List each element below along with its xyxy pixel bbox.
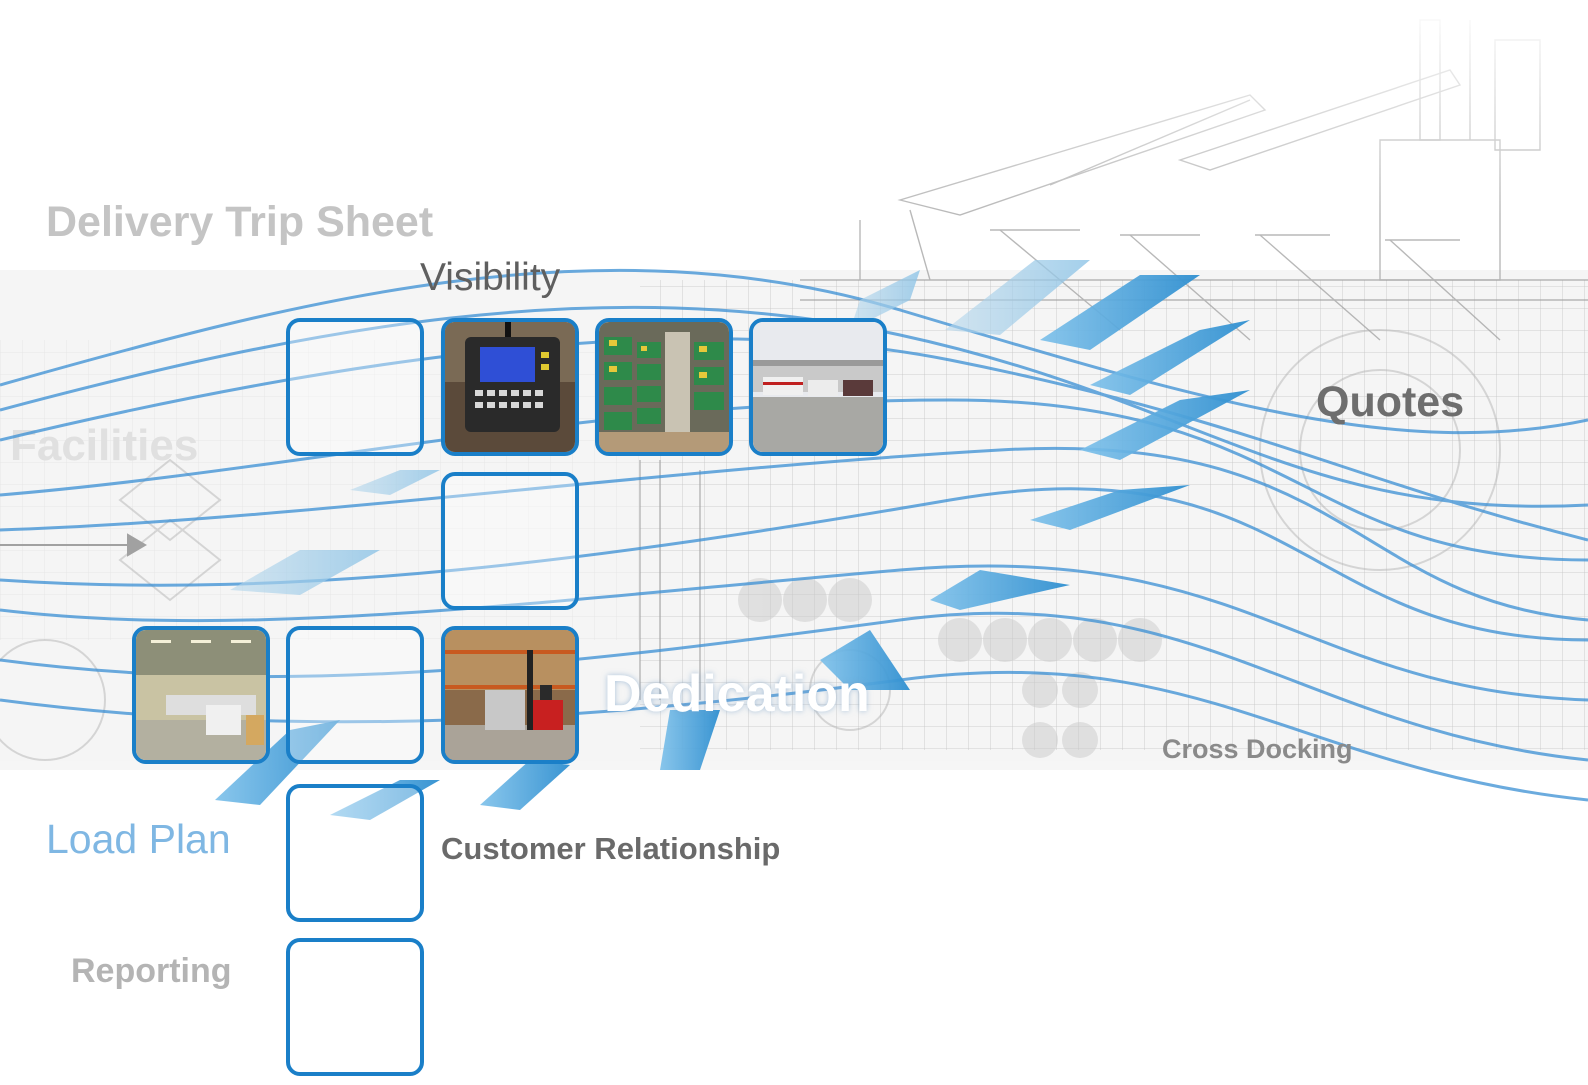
wave-lines [0,268,1588,802]
empty-tile [286,318,424,456]
cross-docking-label: Cross Docking [1162,734,1353,764]
load-plan-label: Load Plan [46,816,231,862]
quotes-label: Quotes [1316,378,1465,426]
dedication-label: Dedication [604,665,870,723]
reporting-label: Reporting [71,952,232,990]
empty-tile [441,472,579,610]
warehouse-shelves-photo [595,318,733,456]
empty-tile [286,784,424,922]
forklift-photo [441,626,579,764]
sorting-conveyor-photo [132,626,270,764]
customer-relationship-label: Customer Relationship [441,831,781,866]
empty-tile [286,626,424,764]
handheld-terminal-photo [441,318,579,456]
visibility-label: Visibility [420,256,561,299]
loading-dock-photo [749,318,887,456]
empty-tile [286,938,424,1076]
delivery-trip-sheet-label: Delivery Trip Sheet [46,198,434,246]
ribbon-shapes [215,260,1250,820]
